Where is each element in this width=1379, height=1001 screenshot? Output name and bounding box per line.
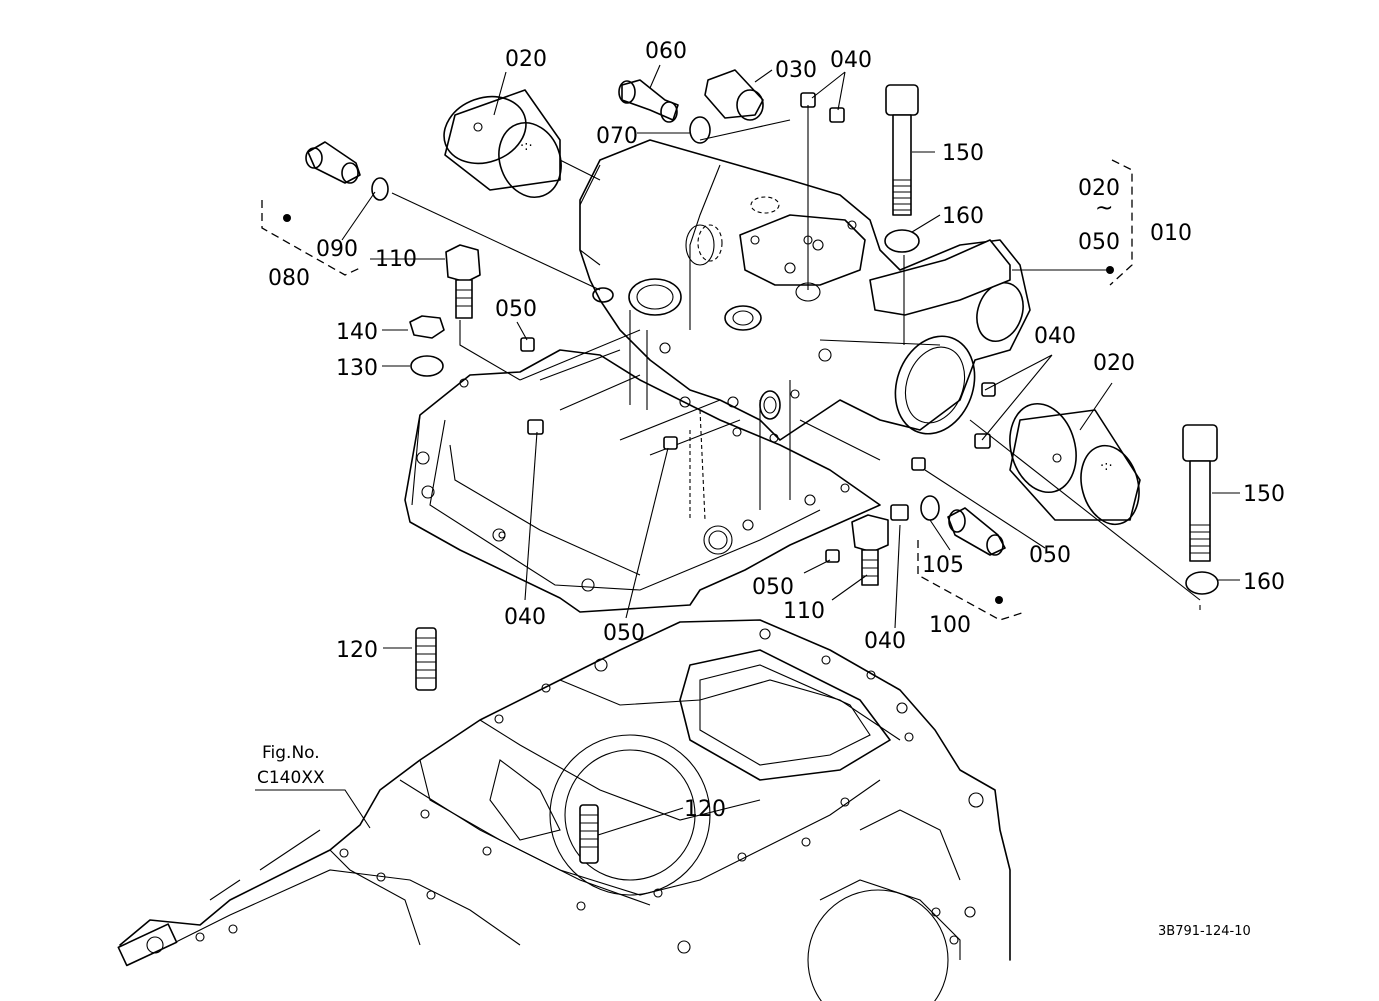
washer-130 [410,355,444,377]
group-brackets [261,159,1133,621]
cylinder-housing [404,139,1031,613]
washer-160-upper [884,229,920,253]
label-020: 020 [1078,176,1120,201]
label-150: 150 [1243,482,1285,507]
label-110: 110 [375,247,417,272]
label-060: 060 [645,39,687,64]
plug-050-low [825,549,840,563]
oring-105 [920,495,940,521]
fitting-upper-left [305,141,361,184]
bolt-150-upper [885,84,919,216]
label-050: 050 [603,621,645,646]
svg-text:·:·: ·:· [520,139,533,154]
label-105: 105 [922,553,964,578]
label-040: 040 [830,48,872,73]
nut-140 [409,315,445,339]
label-130: 130 [336,356,378,381]
label-150: 150 [942,141,984,166]
plug-040-low [890,504,909,521]
oring-070 [689,116,711,144]
plug-040-right-a [981,382,996,397]
label-020: 020 [505,47,547,72]
bolt-150-right [1182,424,1218,562]
bushing-030 [704,69,764,121]
label-080: 080 [268,266,310,291]
transmission-case [117,619,1011,1001]
label-tilde: ~ [1095,196,1113,221]
label-090: 090 [316,237,358,262]
sleeve-020-upper: ·:· [443,89,562,198]
bolt-110-left [445,244,481,319]
label-050: 050 [495,297,537,322]
label-110: 110 [783,599,825,624]
sleeve-020-right: ·:· [1009,402,1141,526]
part-labels: 020 060 030 040 070 150 160 020 ~ 050 01… [268,39,1285,822]
label-040: 040 [864,629,906,654]
label-040: 040 [504,605,546,630]
bolt-110-lower [851,514,889,586]
label-120: 120 [684,797,726,822]
label-030: 030 [775,58,817,83]
plug-050-left [520,337,535,352]
stud-120-left [415,627,437,691]
fig-ref-line2: C140XX [257,768,325,788]
stud-120-case [579,804,599,864]
label-020: 020 [1093,351,1135,376]
fitting-100 [947,507,1006,556]
oring-090 [371,177,389,201]
fitting-060 [618,79,679,123]
plug-040-upper [800,92,845,123]
label-140: 140 [336,320,378,345]
plug-050-mid [663,436,678,450]
label-040: 040 [1034,324,1076,349]
label-120: 120 [336,638,378,663]
label-010: 010 [1150,221,1192,246]
fig-ref-line1: Fig.No. [262,743,320,763]
label-050: 050 [1029,543,1071,568]
plug-040-left [527,419,544,435]
svg-text:·:·: ·:· [1100,459,1113,474]
figure-reference: Fig.No. C140XX [257,743,325,788]
drawing-code: 3B791-124-10 [1158,924,1251,939]
plug-050-right [911,457,926,471]
label-160: 160 [1243,570,1285,595]
plug-040-right-b [974,433,991,449]
label-100: 100 [929,613,971,638]
label-050: 050 [752,575,794,600]
leader-lines [255,64,1240,836]
label-050: 050 [1078,230,1120,255]
label-160: 160 [942,204,984,229]
washer-160-right [1185,571,1219,595]
label-070: 070 [596,124,638,149]
